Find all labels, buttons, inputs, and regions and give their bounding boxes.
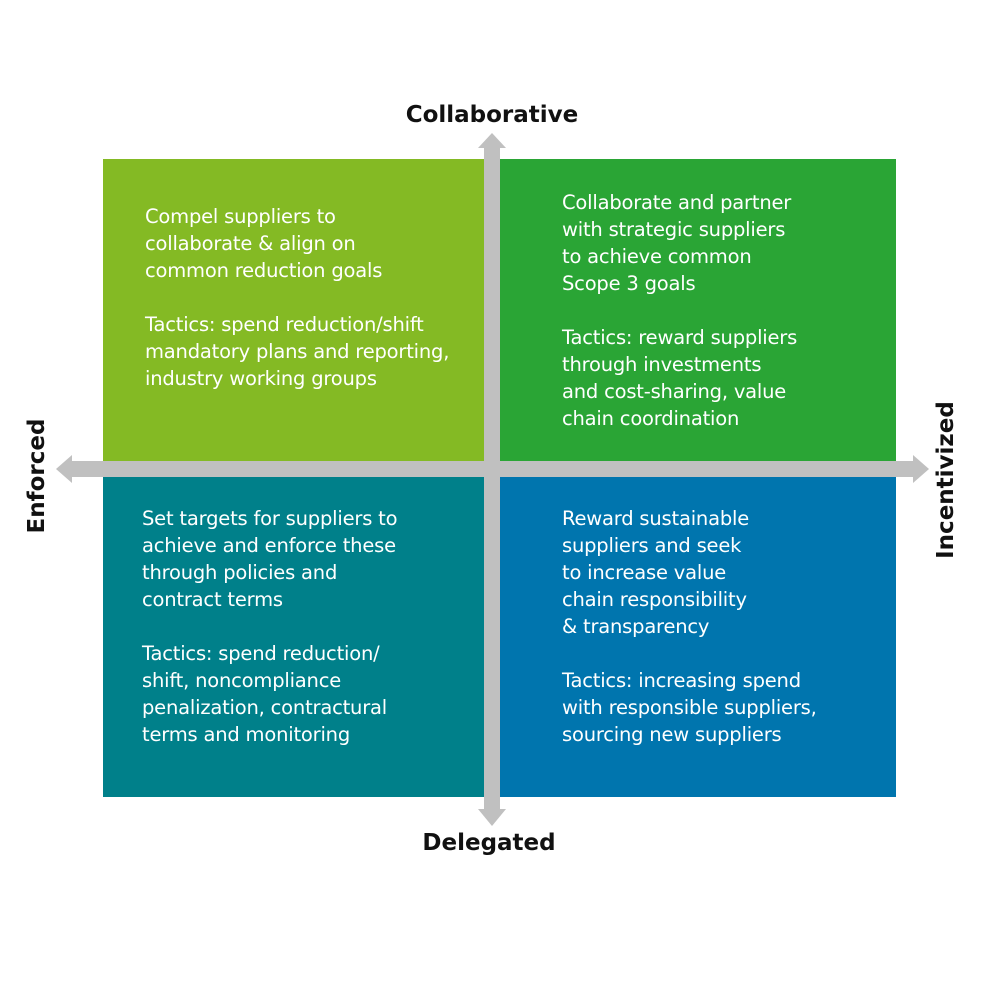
quadrant-delegated-enforced: Set targets for suppliers to achieve and…: [103, 477, 484, 797]
quadrant-collaborative-incentivized: Collaborate and partner with strategic s…: [500, 159, 896, 461]
quadrant-description: Set targets for suppliers to achieve and…: [142, 507, 398, 611]
arrow-left-icon: [56, 455, 72, 483]
axis-label-enforced: Enforced: [24, 418, 50, 534]
quadrant-description: Compel suppliers to collaborate & align …: [145, 205, 383, 282]
quadrant-tactics: Tactics: spend reduction/shift mandatory…: [145, 313, 450, 390]
quadrant-delegated-incentivized: Reward sustainable suppliers and seek to…: [500, 477, 896, 797]
quadrant-tactics: Tactics: increasing spend with responsib…: [562, 669, 817, 746]
axis-label-incentivized: Incentivized: [933, 401, 959, 559]
quadrant-description: Reward sustainable suppliers and seek to…: [562, 507, 750, 638]
arrow-up-icon: [478, 133, 506, 148]
axis-label-delegated: Delegated: [422, 830, 556, 856]
quadrant-description: Collaborate and partner with strategic s…: [562, 191, 792, 295]
quadrant-collaborative-enforced: Compel suppliers to collaborate & align …: [103, 159, 484, 461]
vertical-axis-bar: [484, 146, 500, 810]
horizontal-axis-bar: [70, 461, 916, 477]
axis-label-collaborative: Collaborative: [405, 102, 579, 128]
arrow-right-icon: [913, 455, 929, 483]
quadrant-tactics: Tactics: spend reduction/ shift, noncomp…: [142, 642, 387, 746]
arrow-down-icon: [478, 809, 506, 826]
quadrant-tactics: Tactics: reward suppliers through invest…: [562, 326, 798, 430]
